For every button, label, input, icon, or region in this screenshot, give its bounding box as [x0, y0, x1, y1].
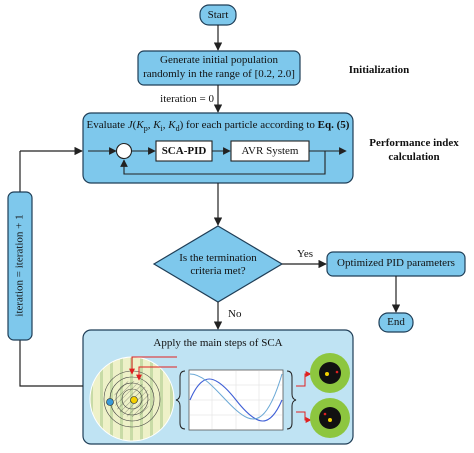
sca-title: Apply the main steps of SCA — [153, 337, 283, 349]
spiral-search-icon — [310, 398, 350, 438]
sca-pid-label: SCA-PID — [161, 145, 207, 157]
init-box — [137, 50, 301, 86]
cosine-curve — [189, 373, 283, 420]
right-brace — [286, 370, 297, 430]
search-space-illustration — [89, 356, 177, 442]
left-brace — [175, 370, 186, 430]
decision-label-line1: Is the termination — [179, 252, 257, 264]
red-arrow-lower — [296, 411, 312, 423]
avr-label: AVR System — [241, 145, 299, 157]
init-label-line1: Generate initial population — [160, 54, 278, 66]
performance-label-line2: calculation — [388, 151, 440, 163]
feedback-path — [120, 151, 326, 175]
start-label: Start — [207, 9, 229, 21]
end-label: End — [387, 316, 405, 328]
evaluate-label: Evaluate J(Kp, Ki, Kd) for each particle… — [86, 119, 350, 134]
initialization-label: Initialization — [348, 64, 410, 76]
end-node — [378, 312, 414, 333]
destination-point-icon — [130, 396, 138, 404]
loop-label: iteration = iteration + 1 — [13, 214, 26, 317]
red-arrow-upper — [296, 371, 312, 387]
no-label: No — [228, 308, 242, 320]
plot-grid — [190, 371, 282, 429]
sine-curve — [189, 378, 283, 422]
sum-junction-icon — [115, 142, 133, 160]
target-circle-icon — [310, 353, 350, 393]
red-indicator-top — [129, 356, 177, 375]
solution-point-icon — [106, 398, 114, 406]
iteration-zero-label: iteration = 0 — [160, 93, 214, 105]
optimized-label: Optimized PID parameters — [337, 257, 455, 269]
performance-label-line1: Performance index — [369, 137, 459, 149]
yes-label: Yes — [296, 248, 313, 260]
init-label-line2: randomly in the range of [0.2, 2.0] — [143, 68, 295, 80]
red-indicator-mid — [136, 366, 177, 381]
loop-label-box — [7, 191, 33, 341]
decision-label-line2: criteria met? — [190, 265, 246, 277]
